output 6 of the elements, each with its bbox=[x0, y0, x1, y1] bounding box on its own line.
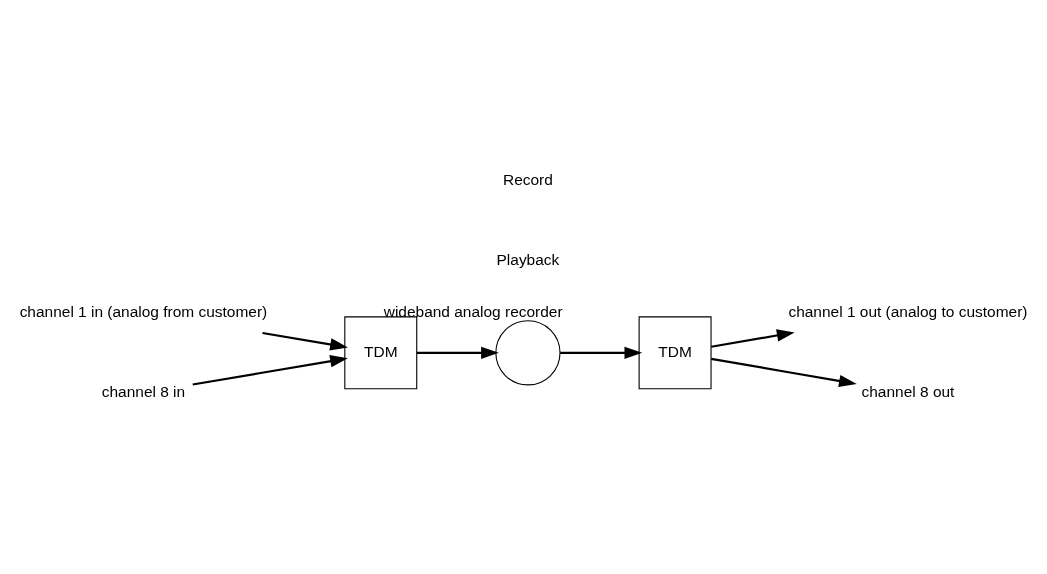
node-text: channel 1 in (analog from customer) bbox=[19, 303, 268, 321]
label: Playback bbox=[496, 251, 560, 269]
node-text: channel 1 out (analog to customer) bbox=[788, 303, 1028, 321]
node-text: channel 8 in bbox=[101, 382, 186, 400]
label: Record bbox=[502, 171, 553, 189]
node-text: channel 8 out bbox=[861, 382, 955, 400]
